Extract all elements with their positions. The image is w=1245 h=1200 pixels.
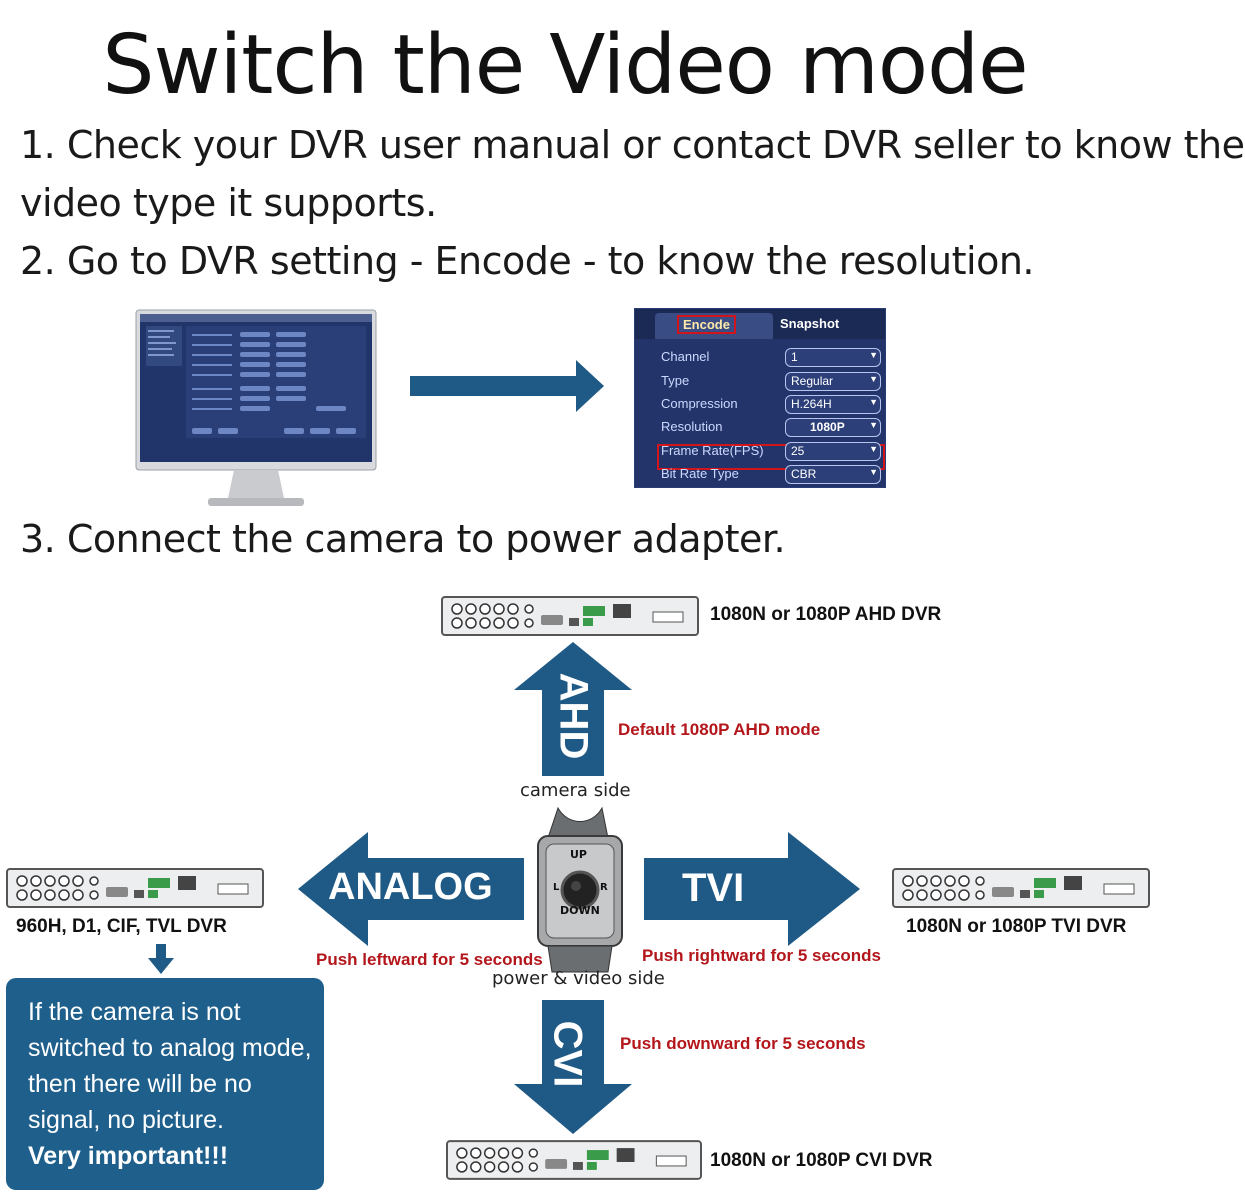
frame-rate-select[interactable]: 25▼ xyxy=(785,442,881,461)
joystick-controller-icon xyxy=(537,806,623,973)
joystick-down-label: DOWN xyxy=(560,904,600,917)
setting-label: Channel xyxy=(661,349,710,364)
resolution-select[interactable]: 1080P▼ xyxy=(785,418,881,437)
monitor-icon xyxy=(135,309,377,506)
step-2: 2. Go to DVR setting - Encode - to know … xyxy=(20,239,1035,283)
tab-encode[interactable]: Encode xyxy=(655,313,773,339)
cvi-mode-note: Push downward for 5 seconds xyxy=(620,1034,866,1053)
step-3: 3. Connect the camera to power adapter. xyxy=(20,517,786,561)
tvi-dvr-device xyxy=(892,868,1150,908)
chevron-down-icon: ▼ xyxy=(869,374,878,384)
analog-warning-text: If the camera is not switched to analog … xyxy=(28,994,328,1174)
setting-label: Compression xyxy=(661,396,738,411)
chevron-down-icon: ▼ xyxy=(869,397,878,407)
setting-row-channel: Channel 1▼ xyxy=(635,347,885,369)
joystick-left-label: L xyxy=(553,882,560,893)
encode-settings-body: Channel 1▼ Type Regular▼ Compression H.2… xyxy=(635,339,885,487)
joystick-right-label: R xyxy=(600,882,608,893)
setting-label: Resolution xyxy=(661,419,723,434)
setting-label: Type xyxy=(661,373,690,388)
analog-dvr-label: 960H, D1, CIF, TVL DVR xyxy=(16,916,227,937)
right-direction-arrow-icon xyxy=(644,832,860,946)
cvi-dvr-device xyxy=(446,1140,702,1180)
tvi-dvr-label: 1080N or 1080P TVI DVR xyxy=(906,916,1127,937)
cvi-arrow-label: CVI xyxy=(545,1020,590,1088)
step-1-line-1: 1. Check your DVR user manual or contact… xyxy=(20,123,1245,167)
joystick-up-label: UP xyxy=(570,848,587,861)
down-arrow-icon xyxy=(514,1000,632,1134)
setting-row-bit-rate-type: Bit Rate Type CBR▼ xyxy=(635,464,885,486)
left-arrow-icon xyxy=(298,832,524,946)
compression-select[interactable]: H.264H▼ xyxy=(785,395,881,414)
analog-dvr-device xyxy=(6,868,264,908)
tab-encode-label: Encode xyxy=(677,315,736,334)
power-video-side-label: power & video side xyxy=(492,968,665,989)
analog-warning-box: If the camera is not switched to analog … xyxy=(6,978,324,1190)
chevron-down-icon: ▼ xyxy=(869,467,878,477)
cvi-dvr-label: 1080N or 1080P CVI DVR xyxy=(710,1150,933,1171)
bit-rate-type-select[interactable]: CBR▼ xyxy=(785,465,881,484)
ahd-dvr-label: 1080N or 1080P AHD DVR xyxy=(710,604,942,625)
ahd-mode-note: Default 1080P AHD mode xyxy=(618,720,821,739)
channel-select[interactable]: 1▼ xyxy=(785,348,881,367)
setting-row-resolution: Resolution 1080P▼ xyxy=(635,417,885,439)
setting-row-type: Type Regular▼ xyxy=(635,371,885,393)
setting-row-frame-rate: Frame Rate(FPS) 25▼ xyxy=(635,441,885,463)
down-small-arrow-icon xyxy=(148,944,174,974)
tvi-mode-note: Push rightward for 5 seconds xyxy=(642,946,881,965)
encode-settings-panel: Encode Snapshot Channel 1▼ Type Regular▼… xyxy=(634,308,886,488)
analog-arrow-label: ANALOG xyxy=(328,866,493,908)
chevron-down-icon: ▼ xyxy=(869,420,878,430)
step-1-line-2: video type it supports. xyxy=(20,181,437,225)
chevron-down-icon: ▼ xyxy=(869,444,878,454)
type-select[interactable]: Regular▼ xyxy=(785,372,881,391)
page-title: Switch the Video mode xyxy=(102,18,1028,113)
up-arrow-icon xyxy=(514,642,632,776)
encode-tab-bar: Encode Snapshot xyxy=(635,309,885,339)
chevron-down-icon: ▼ xyxy=(869,350,878,360)
setting-row-compression: Compression H.264H▼ xyxy=(635,394,885,416)
setting-label: Frame Rate(FPS) xyxy=(661,443,764,458)
analog-mode-note: Push leftward for 5 seconds xyxy=(316,950,543,969)
tab-snapshot[interactable]: Snapshot xyxy=(780,316,840,331)
setting-label: Bit Rate Type xyxy=(661,466,739,481)
resolution-highlight xyxy=(657,444,885,470)
camera-side-label: camera side xyxy=(520,780,631,801)
ahd-arrow-label: AHD xyxy=(551,672,596,760)
tvi-arrow-label: TVI xyxy=(682,866,745,910)
ahd-dvr-device xyxy=(441,596,699,636)
right-arrow-icon xyxy=(410,360,604,412)
warning-emphasis: Very important!!! xyxy=(28,1142,229,1170)
